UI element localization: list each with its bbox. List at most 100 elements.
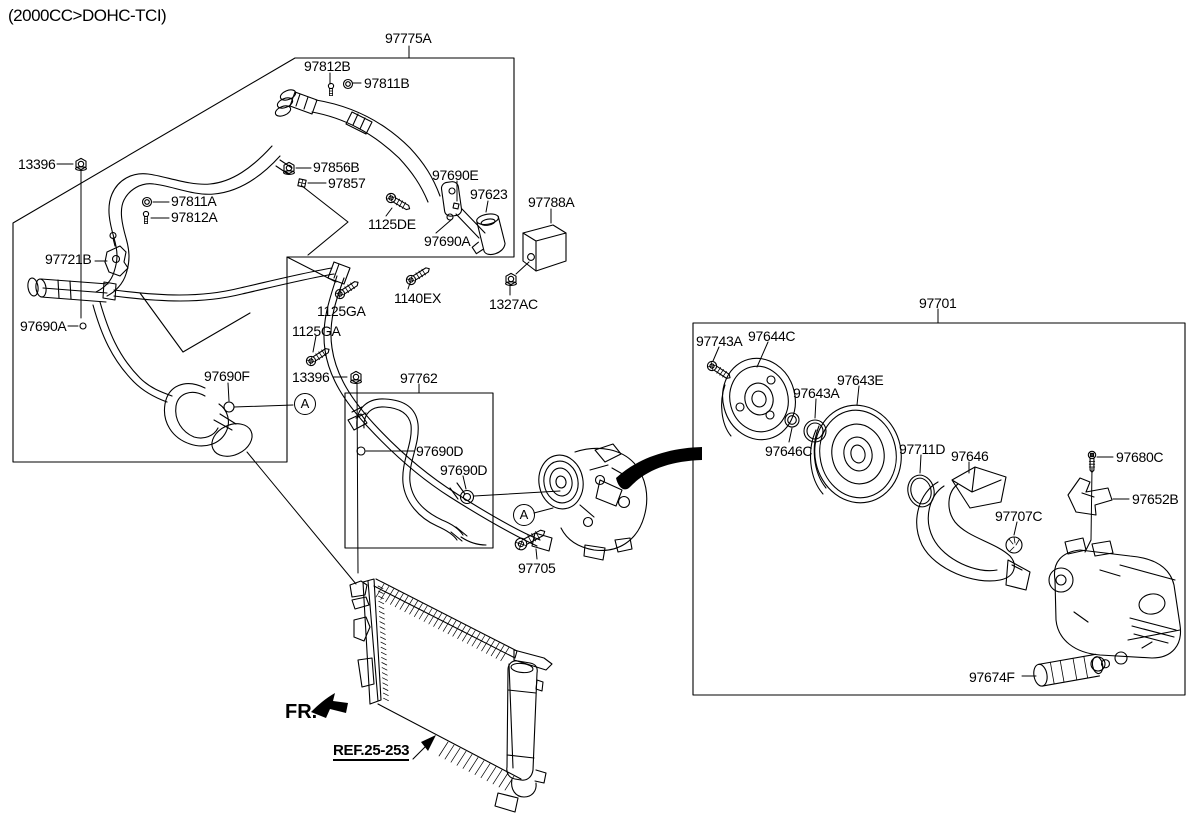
condenser-core-edge [378,664,521,779]
part-label-97811b: 97811B [364,75,410,91]
part-label-97812b: 97812B [304,58,351,74]
part-label-97690d-1: 97690D [416,443,464,459]
bolt-1125de [384,191,413,214]
bracket-97721b [105,233,128,277]
part-label-97690d-2: 97690D [440,462,488,478]
part-label-97680c: 97680C [1116,449,1164,465]
part-label-97690a-2: 97690A [20,318,67,334]
hose-swoosh [616,447,702,490]
cooler-pipe-assembly [27,88,552,551]
compressor-small [535,444,702,560]
leader-lines [57,46,1129,676]
o-ring-97690d-2 [461,491,474,504]
part-label-1125ga-2: 1125GA [292,323,341,339]
ref-arrow [413,735,436,759]
hose-end-fitting [451,527,486,545]
compressor-big [1049,538,1180,671]
nut-1327ac [505,272,517,286]
suction-hose-97762 [348,399,486,545]
valve-97674f [1032,652,1111,687]
part-label-97643e: 97643E [837,372,884,388]
fence-zigzag-line [140,293,250,352]
part-label-97762: 97762 [400,370,438,386]
nut-13396-1 [75,157,87,171]
bolt-1125ga-2 [304,344,333,368]
box-compressor [693,323,1185,695]
hose-crimp [450,483,465,499]
part-label-97707c: 97707C [995,508,1043,524]
condenser-fin-left [378,586,389,701]
field-coil-97646 [917,467,1030,590]
part-label-1125de: 1125DE [368,216,416,232]
front-label: FR. [285,701,318,723]
fence-notch-line [302,186,348,255]
condenser-fins-bottom [439,742,514,790]
condenser-inlet-fittings [350,581,369,609]
receiver-97623 [467,212,507,258]
junction-fitting [441,181,485,238]
fence-outlines [13,58,1185,695]
part-label-97812a: 97812A [171,209,218,225]
condenser-top-bar [374,579,517,658]
part-label-97857: 97857 [328,175,366,191]
hose-crimp [328,262,350,284]
grommet-97690e [453,203,459,209]
bolt-97743a [705,359,734,383]
hose-crimp-cluster [274,88,372,134]
condenser-mount-bracket [514,650,552,670]
part-label-97743a: 97743A [696,333,743,349]
part-label-97711d: 97711D [899,441,946,457]
o-ring-97690a-1 [447,214,453,220]
part-label-97788a: 97788A [528,194,575,210]
condenser-foot [495,793,518,812]
part-label-97856b: 97856B [313,159,360,175]
part-label-1125ga-1: 1125GA [317,303,366,319]
clutch-disc-97644c [714,350,805,448]
front-direction-arrow [311,693,348,718]
hose-end-fitting [348,407,367,430]
grommet-97690f [224,402,234,412]
bracket-97652b [1068,478,1112,515]
diagram-title: (2000CC>DOHC-TCI) [8,6,167,25]
connection-marker-a-1: A [294,393,316,415]
part-label-97674f: 97674F [969,669,1015,685]
part-label-97811a: 97811A [171,193,217,209]
grommet-97707c [1006,537,1022,553]
seal-ring-97711d [905,472,938,509]
part-label-13396-2: 13396 [292,369,330,385]
stud-97812b [327,82,335,97]
part-label-13396-1: 13396 [18,156,56,172]
condenser-fins-top [376,584,509,661]
part-label-97643a: 97643A [793,385,840,401]
pulley-97643e [806,397,910,511]
part-label-97623: 97623 [470,186,508,202]
part-label-1140ex: 1140EX [394,290,441,306]
o-ring-97690d-1 [357,447,365,455]
part-label-97721b: 97721B [45,251,92,267]
o-ring-97690a-2 [80,323,86,329]
pipe-loop-97690f [164,384,257,463]
part-label-97690f: 97690F [204,368,250,384]
part-label-97644c: 97644C [748,328,796,344]
fence-cooler-lines [13,58,514,462]
part-label-97646c: 97646C [765,443,813,459]
part-label-97705: 97705 [518,560,556,576]
oring-97811b [342,78,354,90]
part-label-97646: 97646 [951,448,989,464]
part-label-97775a: 97775A [385,30,432,46]
bolt-1140ex [404,264,433,287]
condenser-ref-label: REF.25-253 [333,742,410,761]
stud-97812a [142,210,150,225]
fasteners [75,78,549,553]
condenser-left-frame [363,579,381,704]
part-label-1327ac: 1327AC [489,296,538,312]
receiver-drier [507,661,546,797]
clip-97857 [298,179,306,187]
part-label-97690a-1: 97690A [424,233,471,249]
condenser [350,579,552,812]
condenser-brackets [354,617,374,687]
connection-marker-a-2: A [513,504,535,526]
oring-97811a [141,196,153,208]
